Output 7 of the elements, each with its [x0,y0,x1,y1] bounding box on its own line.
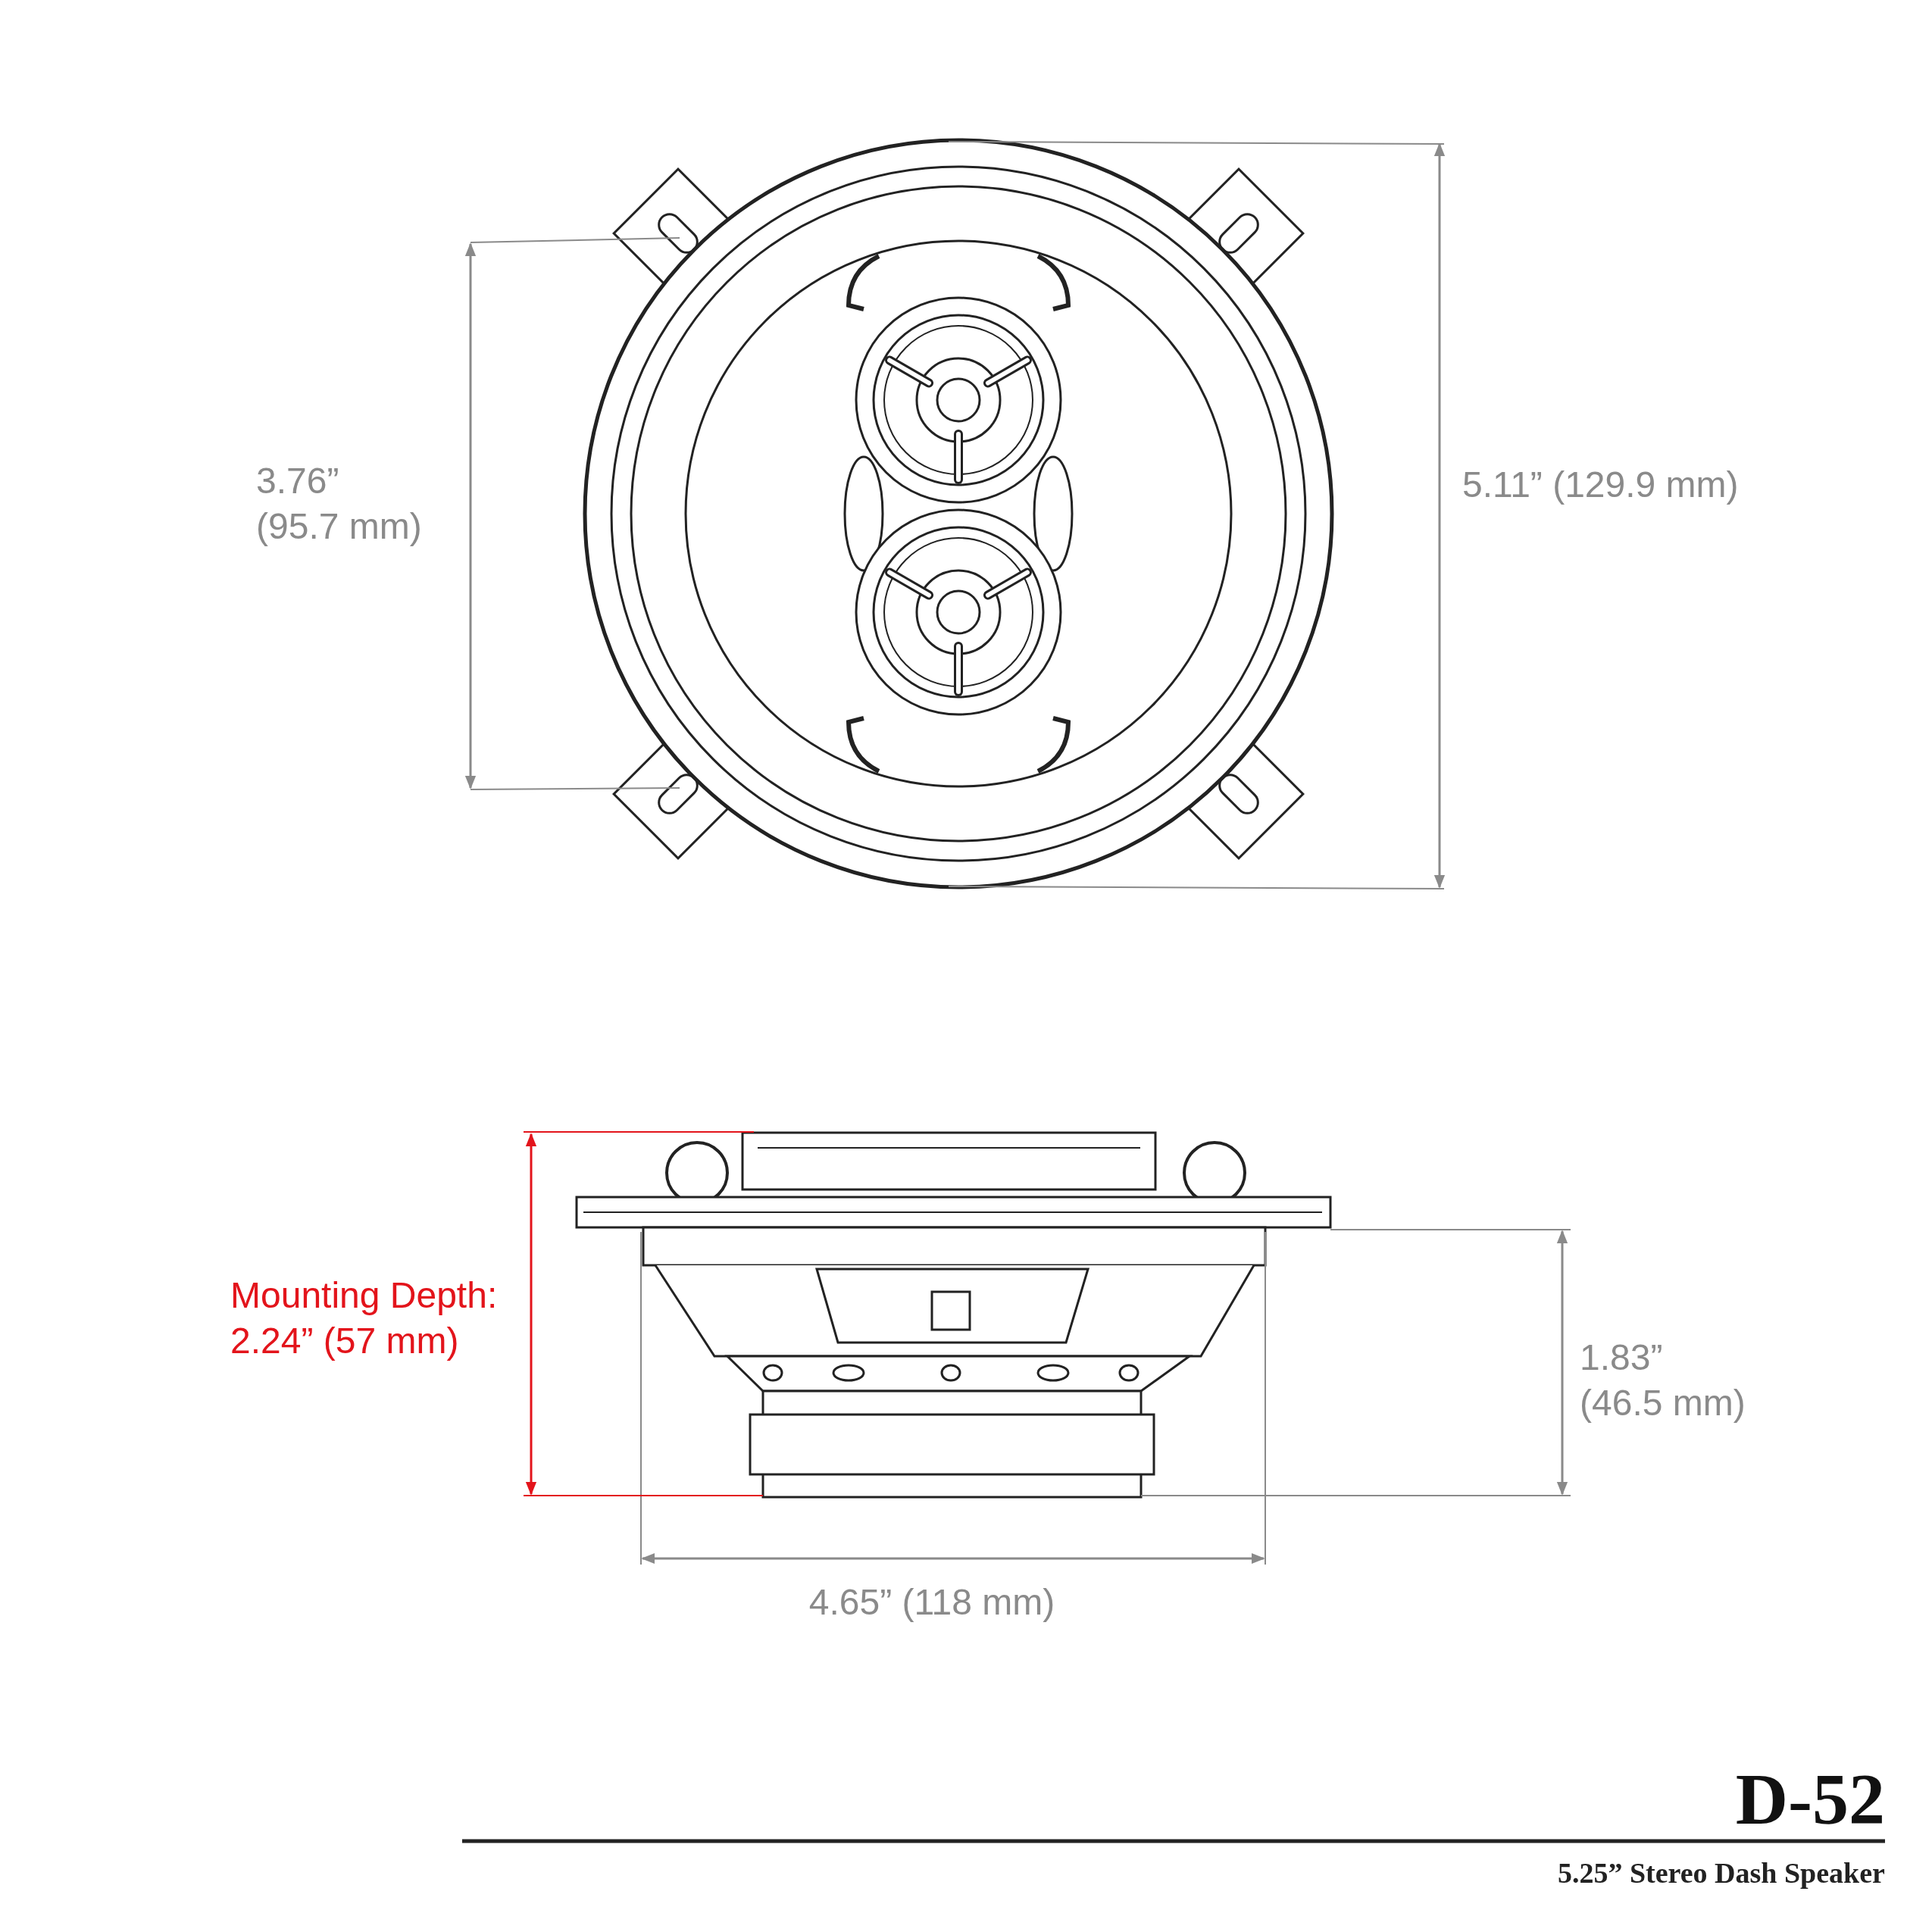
dimension-label: 1.83” (46.5 mm) [1580,1336,1746,1424]
dimension-label: Mounting Depth: 2.24” (57 mm) [230,1274,499,1362]
product-subtitle: 5.25” Stereo Dash Speaker [1557,1856,1885,1890]
dimension-label: 5.11” (129.9 mm) [1462,464,1740,506]
model-number-title: D-52 [1735,1762,1885,1837]
dimension-label: 4.65” (118 mm) [808,1581,1056,1624]
dimension-label: 3.76” (95.7 mm) [256,460,423,548]
